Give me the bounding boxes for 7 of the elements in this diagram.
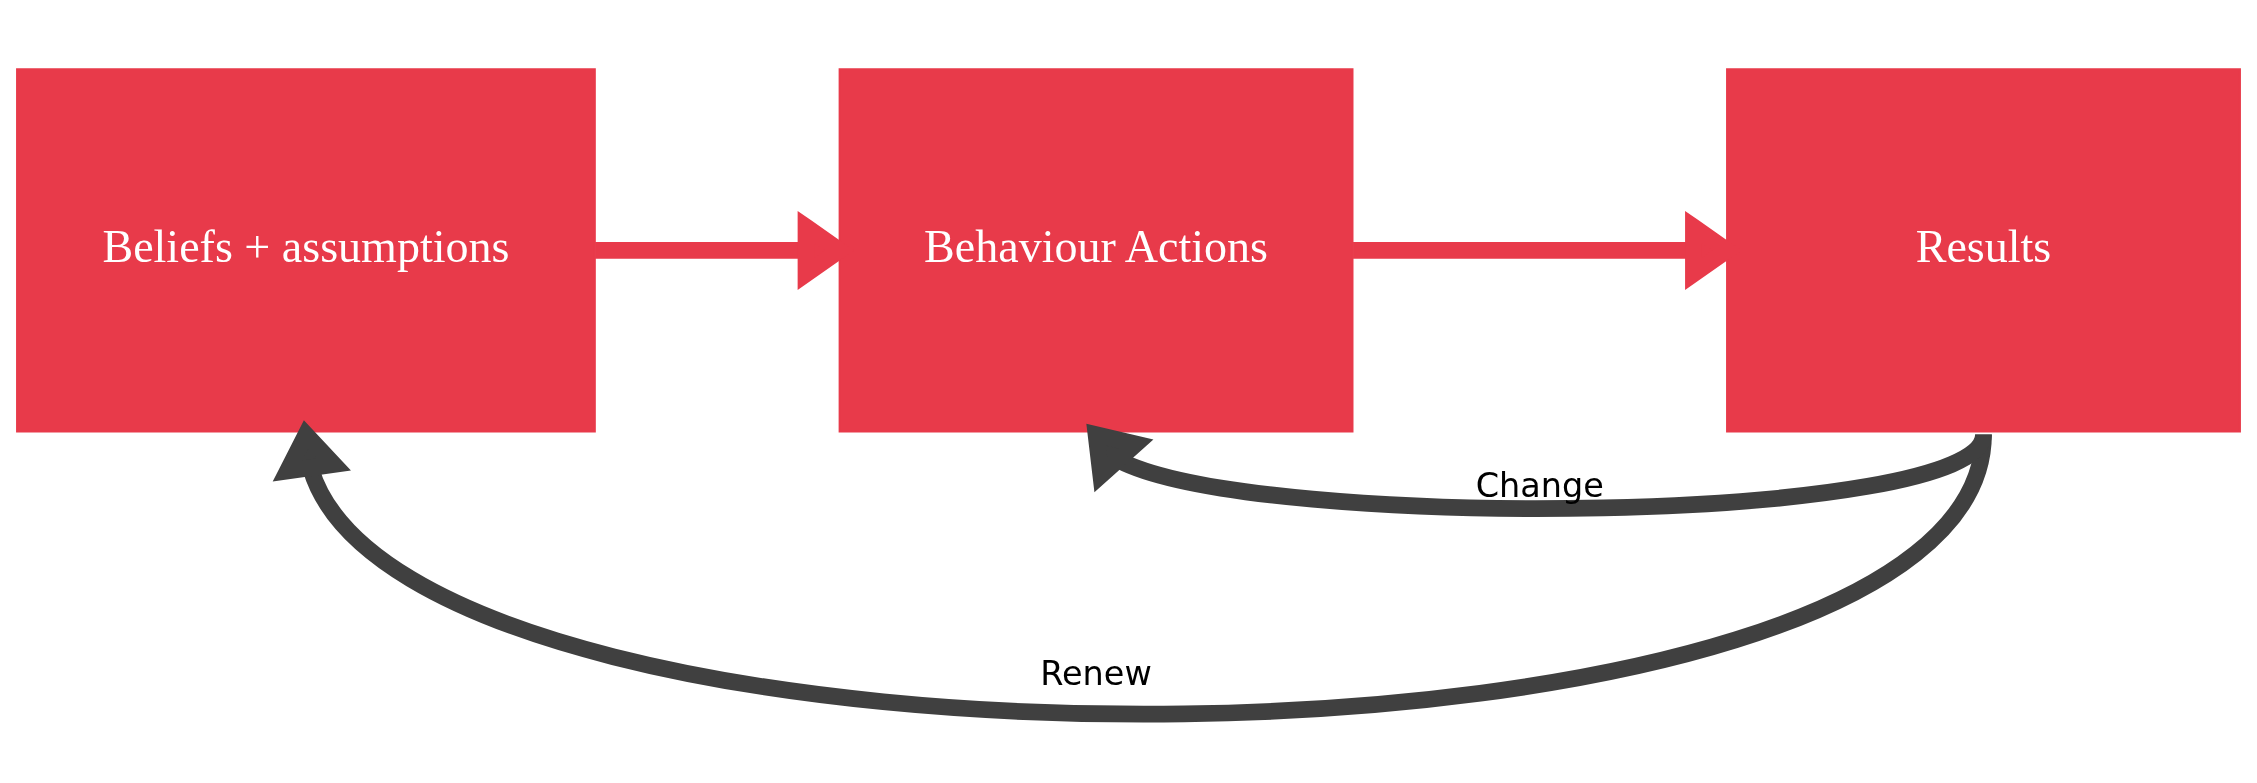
arrow [1086, 423, 1991, 517]
node-box: Beliefs + assumptions [16, 67, 596, 432]
node-box: Results [1726, 67, 2241, 432]
edge-label: Change [1475, 465, 1604, 505]
edge-label: Renew [1040, 653, 1152, 693]
arrow [272, 419, 1992, 722]
node-box: Behaviour Actions [838, 67, 1354, 432]
